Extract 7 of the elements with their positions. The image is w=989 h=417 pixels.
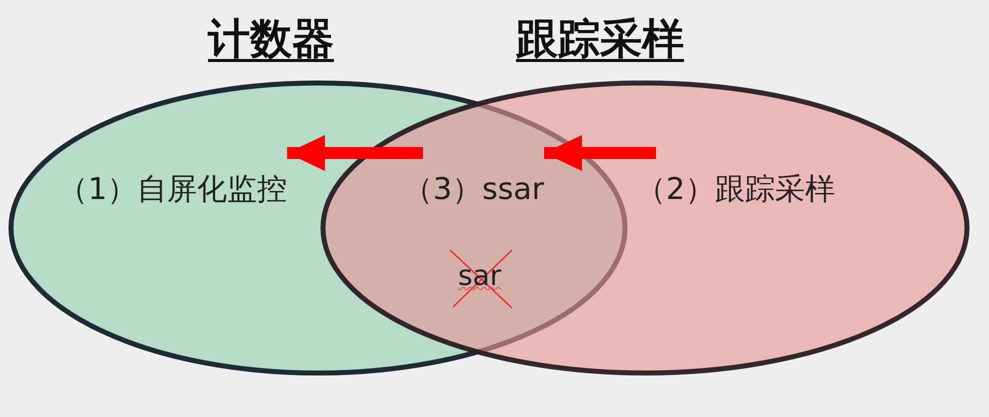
- arrow: [544, 135, 656, 171]
- set-heading: 跟踪采样: [516, 14, 684, 64]
- region-label: （1）自屏化监控: [58, 172, 288, 208]
- region-label: （2）跟踪采样: [636, 172, 836, 208]
- region-label: （3）ssar: [403, 172, 544, 208]
- set-heading: 计数器: [208, 14, 334, 64]
- arrow: [287, 135, 423, 171]
